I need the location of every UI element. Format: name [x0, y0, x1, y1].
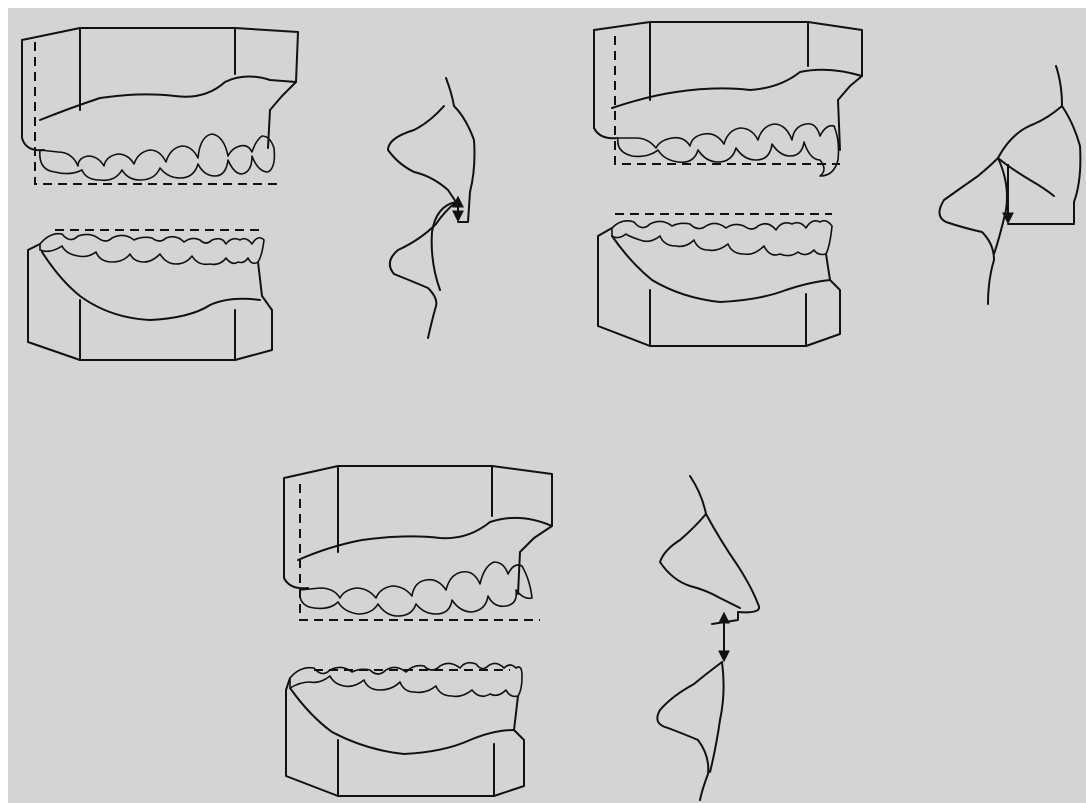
figure-background — [8, 8, 1086, 803]
